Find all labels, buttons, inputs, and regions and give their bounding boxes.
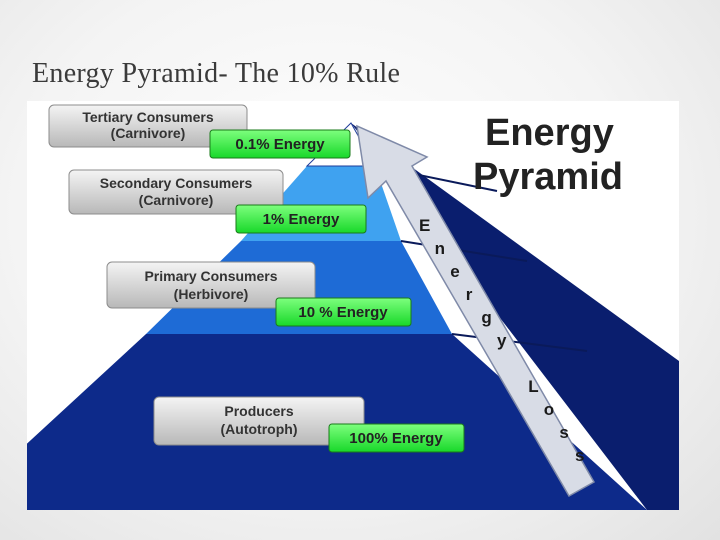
level-name-line1: Secondary Consumers [100,175,253,191]
level-tertiary-consumers: Tertiary Consumers (Carnivore) 0.1% Ener… [48,104,351,159]
level-name-line1: Tertiary Consumers [82,109,213,125]
level-producers: Producers (Autotroph) 100% Energy [153,396,465,453]
energy-percent-box [235,204,367,234]
arrow-label-letter: r [466,285,473,304]
arrow-label-letter: o [544,400,554,419]
arrow-label-letter: E [419,216,430,235]
energy-percent-box [209,129,351,159]
diagram-heading-line2: Pyramid [473,156,623,198]
energy-loss-arrow-label: EnergyLoss [419,216,584,465]
arrow-label-letter: s [559,423,568,442]
diagram-heading-line1: Energy [485,112,614,154]
energy-percent-label: 10 % Energy [298,304,388,321]
level-name-box [48,104,248,148]
level-name-line1: Producers [224,403,293,419]
arrow-label-letter: s [575,446,584,465]
level-primary-consumers: Primary Consumers (Herbivore) 10 % Energ… [106,261,412,327]
energy-percent-box [275,297,412,327]
energy-percent-box [328,423,465,453]
energy-percent-label: 1% Energy [263,211,340,228]
arrow-label-letter: e [450,262,459,281]
level-name-line1: Primary Consumers [144,268,277,284]
level-name-box [68,169,284,215]
energy-loss-arrow [356,124,596,498]
energy-percent-label: 0.1% Energy [235,136,325,153]
tier-divider [451,333,588,352]
arrow-label-letter: g [481,308,491,327]
level-name-box [106,261,316,309]
energy-pyramid-figure: EnergyLoss Energy Pyramid Tertiary Consu… [27,101,679,510]
level-name-line2: (Carnivore) [139,192,214,208]
arrow-label-letter: L [528,377,538,396]
level-name-line2: (Carnivore) [111,125,186,141]
slide-title: Energy Pyramid- The 10% Rule [32,58,401,89]
level-secondary-consumers: Secondary Consumers (Carnivore) 1% Energ… [68,169,367,234]
arrow-label-letter: n [435,239,445,258]
level-name-box [153,396,365,446]
level-name-line2: (Autotroph) [221,421,298,437]
level-name-line2: (Herbivore) [174,286,249,302]
energy-percent-label: 100% Energy [349,430,443,447]
arrow-label-letter: y [497,331,507,350]
